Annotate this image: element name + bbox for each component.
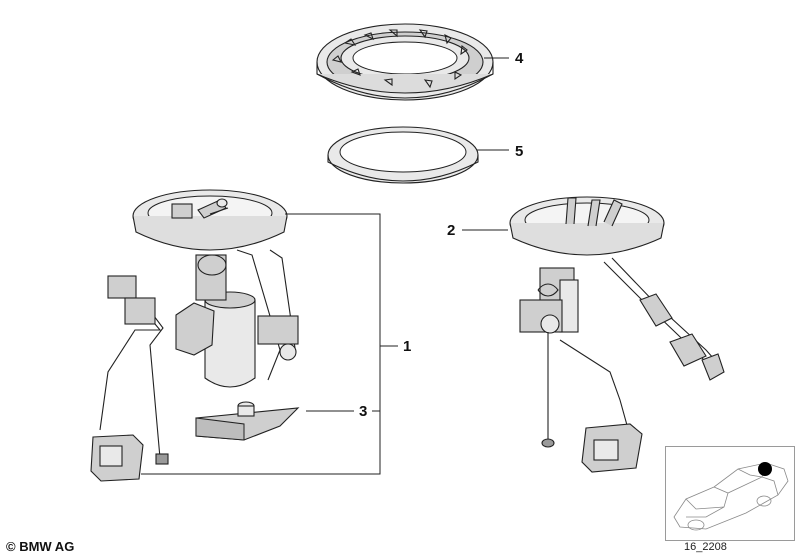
copyright-notice: © BMW AG bbox=[6, 539, 75, 554]
car-outline-icon bbox=[673, 462, 789, 531]
fuel-pump-assembly-part[interactable] bbox=[90, 189, 299, 482]
diagram-reference-code: 16_2208 bbox=[684, 541, 727, 553]
callout-1: 1 bbox=[403, 338, 411, 355]
gasket-ring-part[interactable] bbox=[327, 126, 479, 184]
callout-5: 5 bbox=[515, 143, 523, 160]
callout-3: 3 bbox=[359, 403, 367, 420]
fuel-level-sender-part[interactable] bbox=[509, 196, 725, 473]
vehicle-location-thumbnail bbox=[665, 446, 795, 541]
leader-lines bbox=[141, 57, 509, 475]
callout-4: 4 bbox=[515, 50, 524, 67]
location-marker-icon bbox=[758, 462, 772, 476]
suction-filter-part[interactable] bbox=[195, 401, 300, 441]
callout-2: 2 bbox=[447, 222, 455, 239]
locking-ring-part[interactable] bbox=[316, 23, 494, 101]
